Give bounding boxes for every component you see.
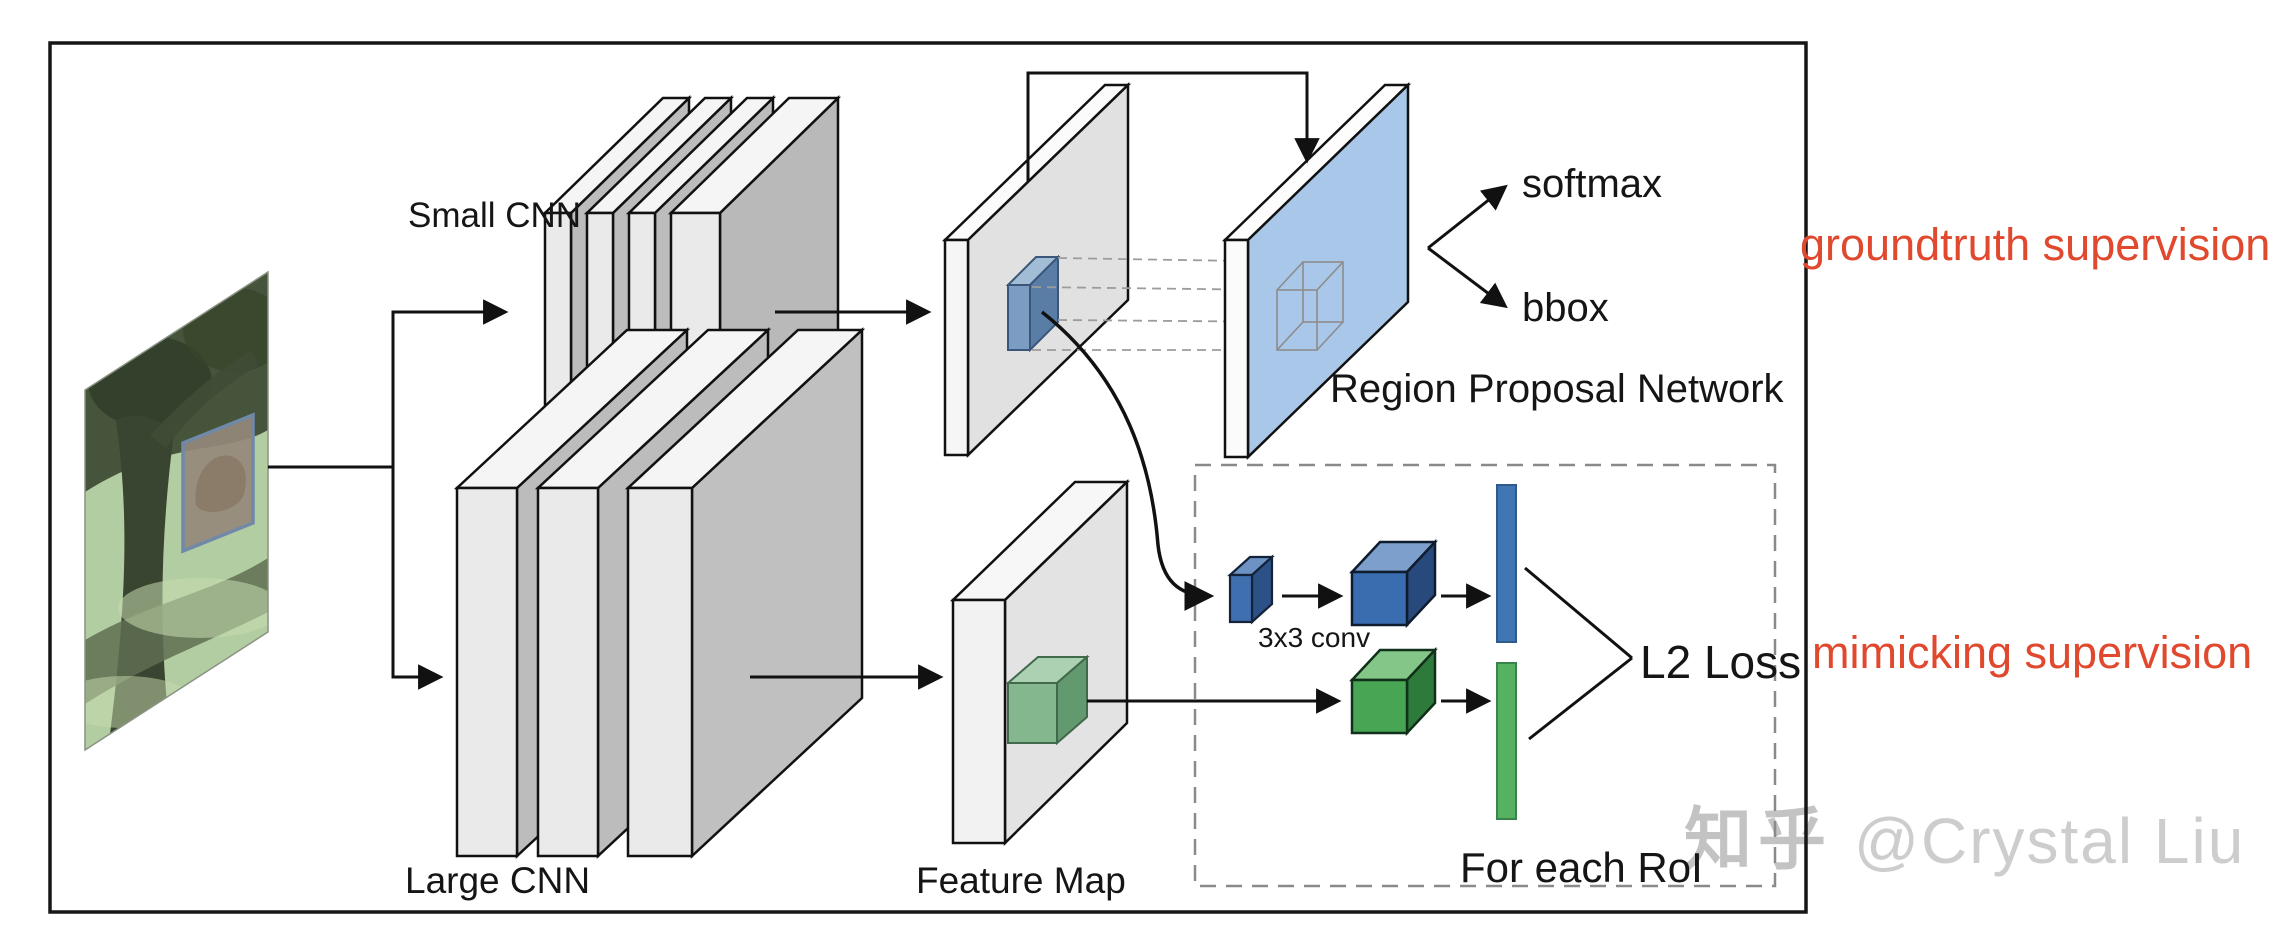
groundtruth-bbox [181, 412, 255, 554]
large-cnn-layer [624, 327, 866, 859]
mimicking-supervision-label: mimicking supervision [1812, 627, 2253, 678]
rpn-label: Region Proposal Network [1330, 367, 1784, 411]
l2-loss-fork [1524, 566, 1633, 741]
large-net-feature-cube [1349, 646, 1438, 737]
for-each-roi-label: For each RoI [1460, 844, 1703, 891]
large-cnn-stack [453, 327, 866, 859]
feature-map-to-rpn-connector [1026, 71, 1320, 182]
input-image [84, 270, 269, 752]
zhihu-logo: 知乎 [1684, 802, 1833, 878]
l2-loss-label: L2 Loss [1640, 636, 1802, 688]
watermark: 知乎 @Crystal Liu [1684, 784, 2245, 883]
small-net-feature-cube [1349, 538, 1438, 629]
roi-feature-curve-arrow [1040, 310, 1215, 611]
input-split-connector [268, 299, 509, 690]
bbox-label: bbox [1522, 286, 1609, 330]
small-feature-roi-patch [1005, 254, 1061, 353]
large-net-feature-bar [1496, 662, 1517, 820]
groundtruth-supervision-label: groundtruth supervision [1800, 219, 2271, 270]
watermark-handle: @Crystal Liu [1854, 805, 2246, 877]
large-feature-roi-patch [1005, 654, 1090, 746]
for-each-roi-dashed-box [1193, 463, 1777, 888]
small-net-feature-bar [1496, 484, 1517, 643]
softmax-label: softmax [1522, 162, 1663, 206]
large-cnn-label: Large CNN [405, 860, 591, 901]
small-cnn-label: Small CNN [408, 196, 582, 235]
roi-projection-dashes [1031, 257, 1304, 351]
rpn-output-fork [1427, 184, 1508, 309]
outer-frame [48, 41, 1808, 914]
conv-3x3-slab [1227, 554, 1275, 625]
rpn-roi-wireframe [1276, 261, 1344, 351]
conv3x3-label: 3x3 conv [1258, 622, 1371, 653]
feature-map-label: Feature Map [916, 860, 1126, 901]
